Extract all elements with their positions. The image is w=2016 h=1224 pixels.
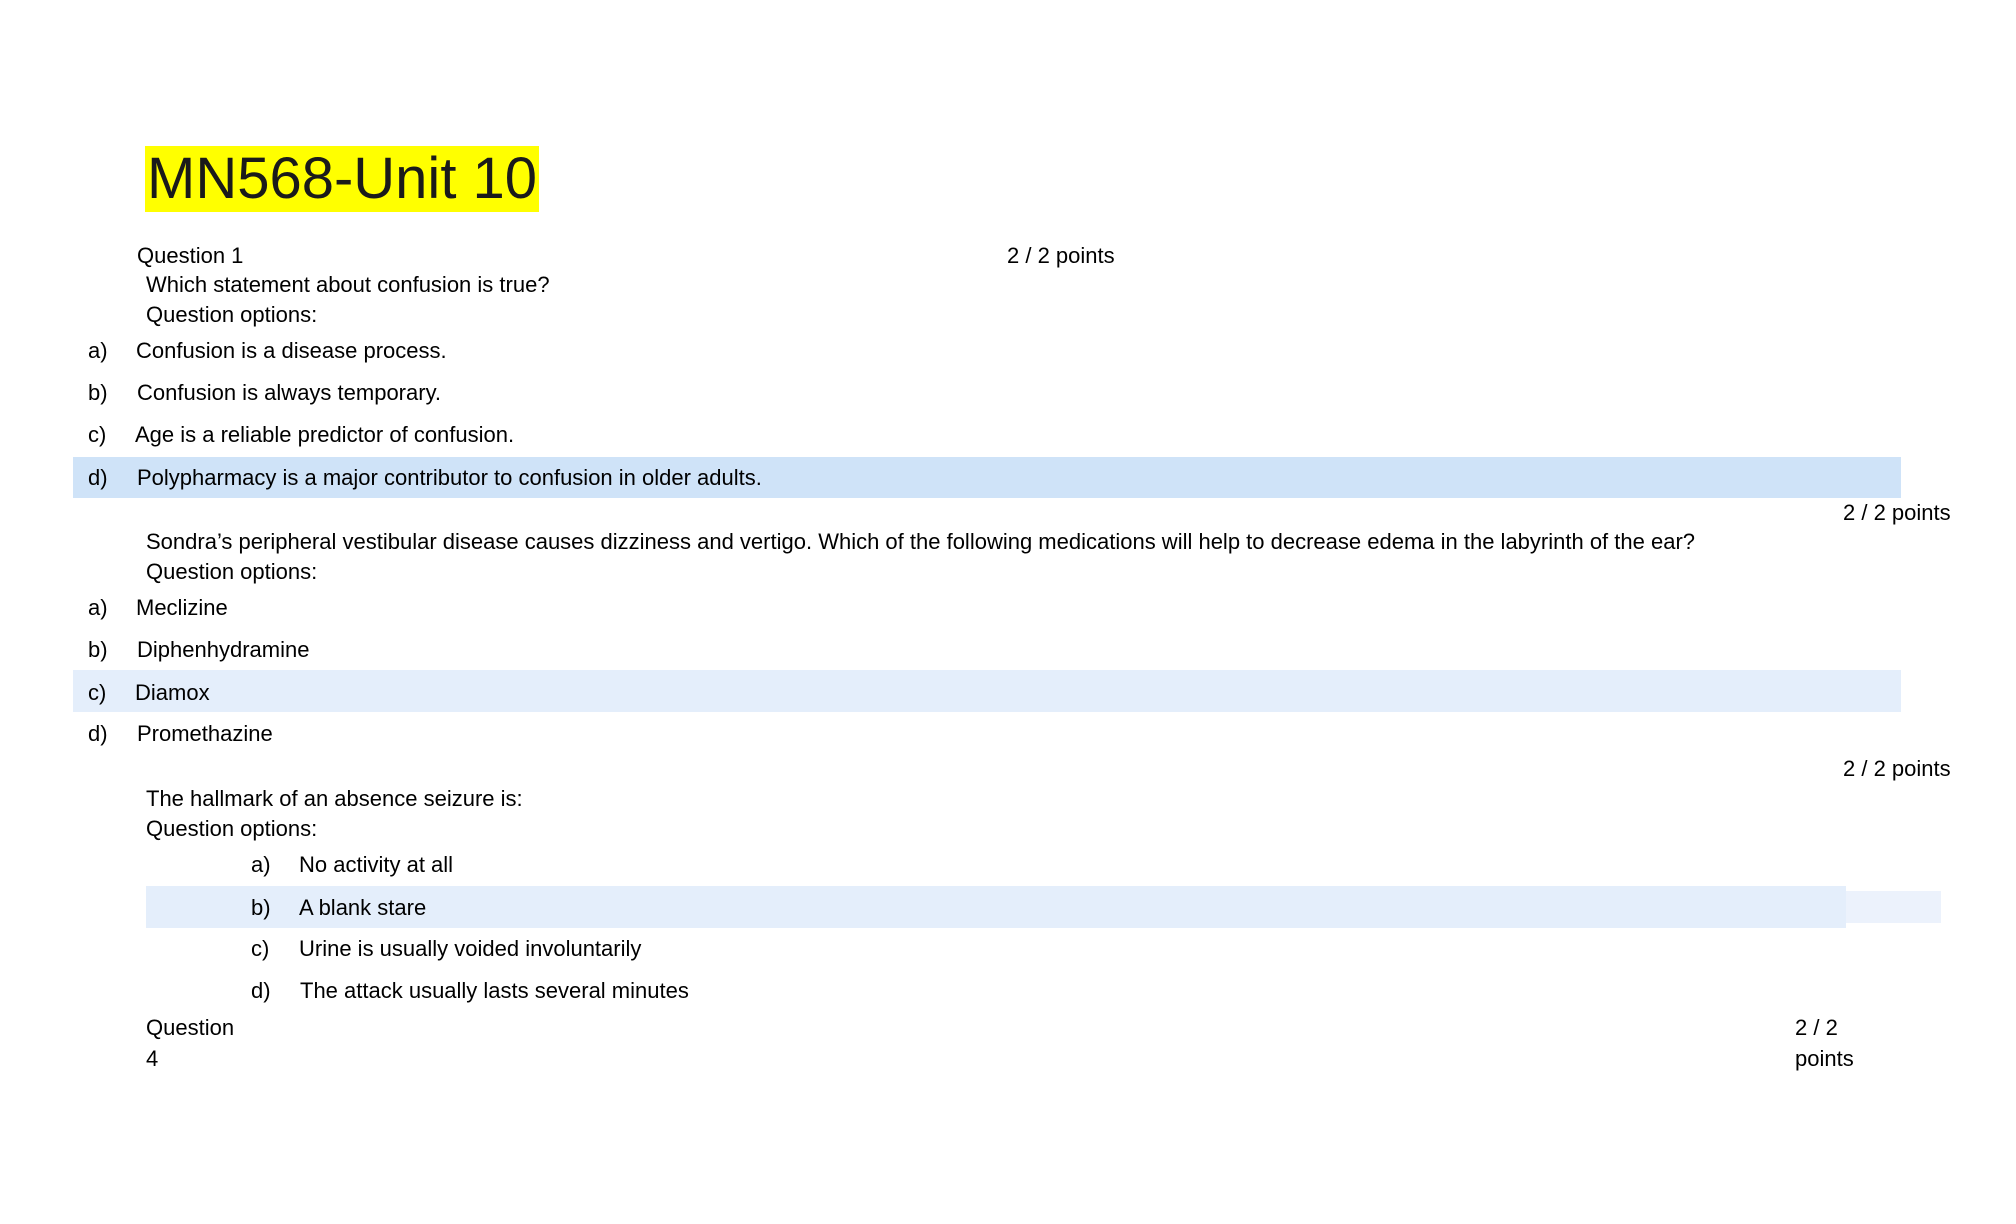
question-1-stem: Which statement about confusion is true? (146, 272, 550, 297)
question-3-points: 2 / 2 points (1843, 756, 1951, 781)
question-2-points: 2 / 2 points (1843, 500, 1951, 525)
q1-option-a[interactable]: a) Confusion is a disease process. (88, 338, 447, 364)
option-text: Confusion is a disease process. (136, 338, 447, 363)
option-letter: a) (88, 595, 108, 620)
question-4-points-line2: points (1795, 1046, 1854, 1071)
option-text: A blank stare (299, 895, 427, 920)
q3-option-b[interactable]: b) A blank stare (251, 895, 426, 921)
option-letter: d) (88, 721, 108, 746)
question-3-stem: The hallmark of an absence seizure is: (146, 786, 523, 811)
option-text: Confusion is always temporary. (137, 380, 442, 405)
option-text: No activity at all (299, 852, 454, 877)
option-letter: a) (251, 852, 271, 877)
question-4-points: 2 / 2 points (1795, 1012, 1854, 1074)
q2-option-a[interactable]: a) Meclizine (88, 595, 228, 621)
option-letter: a) (88, 338, 108, 363)
option-text: Age is a reliable predictor of confusion… (135, 422, 515, 447)
question-1-label: Question 1 (137, 243, 244, 268)
option-text: The attack usually lasts several minutes (300, 978, 689, 1003)
q2-correct-answer-highlight (73, 670, 1901, 712)
question-4-points-line1: 2 / 2 (1795, 1015, 1838, 1040)
option-letter: c) (251, 936, 270, 961)
option-letter: b) (88, 637, 108, 662)
q3-option-d[interactable]: d) The attack usually lasts several minut… (251, 978, 689, 1004)
q1-option-b[interactable]: b) Confusion is always temporary. (88, 380, 441, 406)
q2-option-c[interactable]: c) Diamox (88, 680, 210, 706)
q2-option-d[interactable]: d) Promethazine (88, 721, 273, 747)
option-text: Diamox (135, 680, 210, 705)
question-4-label-line2: 4 (146, 1046, 159, 1071)
question-1-options-label: Question options: (146, 302, 318, 327)
option-text: Promethazine (137, 721, 273, 746)
q3-highlight-extension (1846, 891, 1941, 923)
option-letter: c) (88, 680, 107, 705)
q3-option-c[interactable]: c) Urine is usually voided involuntarily (251, 936, 641, 962)
question-2-stem: Sondra’s peripheral vestibular disease c… (146, 529, 1696, 554)
question-4-label: Question 4 (146, 1012, 234, 1074)
option-letter: c) (88, 422, 107, 447)
q1-correct-answer-highlight (73, 457, 1901, 498)
question-4-label-line1: Question (146, 1015, 235, 1040)
page-title: MN568-Unit 10 (145, 146, 540, 212)
q1-option-c[interactable]: c) Age is a reliable predictor of confusi… (88, 422, 514, 448)
option-text: Urine is usually voided involuntarily (299, 936, 642, 961)
option-letter: b) (88, 380, 108, 405)
option-letter: d) (88, 465, 108, 490)
q2-option-b[interactable]: b) Diphenhydramine (88, 637, 309, 663)
option-letter: d) (251, 978, 271, 1003)
q3-correct-answer-highlight (146, 886, 1846, 928)
question-1-points: 2 / 2 points (1007, 243, 1115, 268)
q3-option-a[interactable]: a) No activity at all (251, 852, 453, 878)
q1-option-d[interactable]: d) Polypharmacy is a major contributor to… (88, 465, 762, 491)
question-2-options-label: Question options: (146, 559, 318, 584)
option-text: Polypharmacy is a major contributor to c… (137, 465, 762, 490)
question-3-options-label: Question options: (146, 816, 318, 841)
option-letter: b) (251, 895, 271, 920)
option-text: Meclizine (136, 595, 228, 620)
option-text: Diphenhydramine (137, 637, 310, 662)
